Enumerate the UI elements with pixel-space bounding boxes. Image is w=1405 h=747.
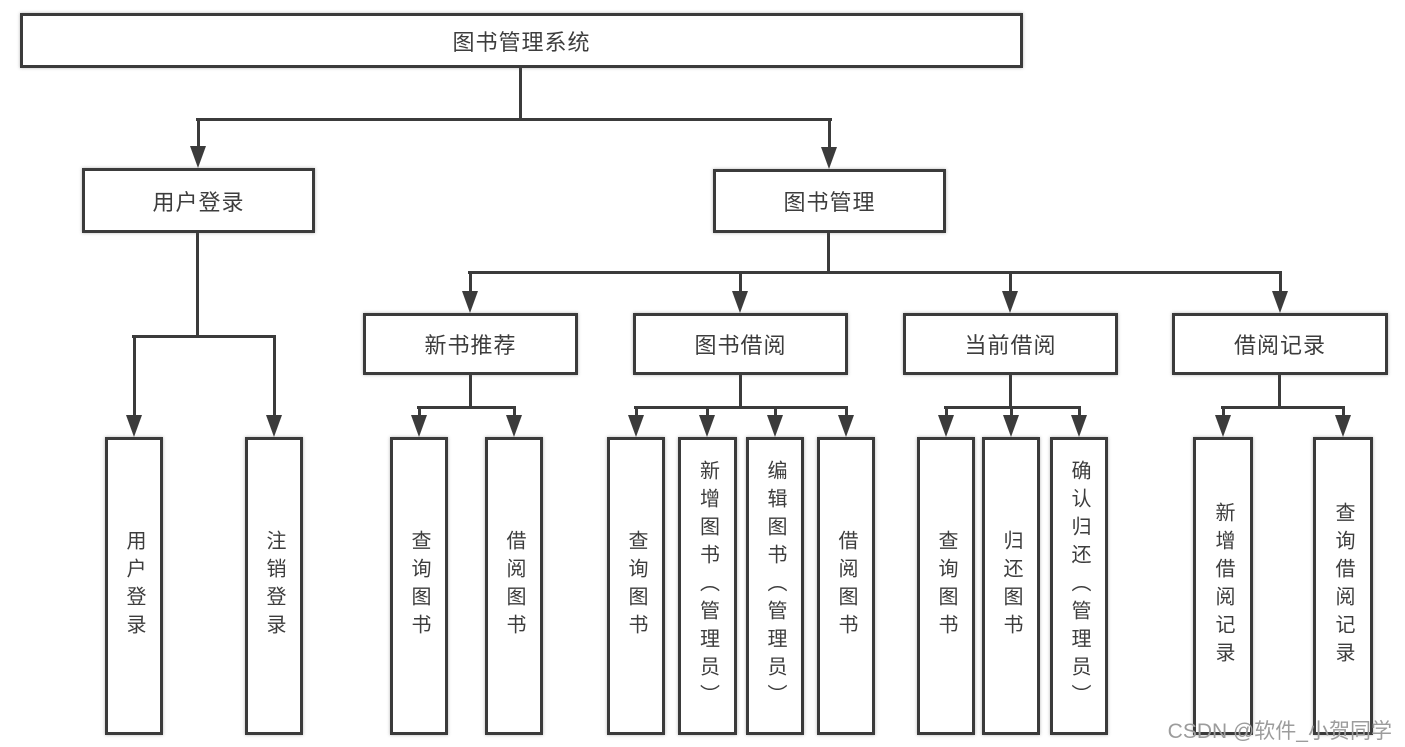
connector-current-borrow-stem xyxy=(1009,373,1012,409)
leaf-query-book-borrowing: 查询图书 xyxy=(607,437,665,735)
arrow-to-leaf-logout xyxy=(266,335,282,437)
connector-user-login-stem xyxy=(196,231,199,338)
leaf-confirm-return-admin: 确认归还（管理员） xyxy=(1050,437,1108,735)
connector-user-login-hbar xyxy=(132,335,276,338)
arrow-to-leaf-query-book-borrowing xyxy=(628,406,644,437)
arrow-to-leaf-edit-book xyxy=(767,406,783,437)
node-borrowing-records: 借阅记录 xyxy=(1172,313,1388,375)
csdn-watermark: CSDN @软件_小贺同学 xyxy=(1167,720,1392,743)
node-library-system: 图书管理系统 xyxy=(20,13,1023,68)
arrow-to-leaf-query-record xyxy=(1335,406,1351,437)
arrow-to-leaf-query-book-recommend xyxy=(411,406,427,437)
arrow-to-leaf-borrow-book-recommend xyxy=(506,406,522,437)
connector-root-stem xyxy=(519,66,522,121)
leaf-query-borrow-record: 查询借阅记录 xyxy=(1313,437,1373,735)
node-new-book-recommend: 新书推荐 xyxy=(363,313,578,375)
leaf-borrow-book-recommend: 借阅图书 xyxy=(485,437,543,735)
leaf-user-login: 用户登录 xyxy=(105,437,163,735)
leaf-logout: 注销登录 xyxy=(245,437,303,735)
connector-borrow-record-hbar xyxy=(1221,406,1345,409)
arrow-to-new-book-recommend xyxy=(462,271,478,313)
leaf-query-book-current: 查询图书 xyxy=(917,437,975,735)
arrow-to-book-borrowing xyxy=(732,271,748,313)
connector-root-hbar xyxy=(196,118,832,121)
leaf-add-book-admin: 新增图书（管理员） xyxy=(678,437,737,735)
leaf-edit-book-admin: 编辑图书（管理员） xyxy=(746,437,804,735)
connector-new-book-stem xyxy=(469,373,472,409)
arrow-to-leaf-borrow-book-borrowing xyxy=(838,406,854,437)
arrow-to-current-borrowing xyxy=(1002,271,1018,313)
leaf-borrow-book-borrowing: 借阅图书 xyxy=(817,437,875,735)
arrow-to-leaf-add-record xyxy=(1215,406,1231,437)
arrow-to-user-login xyxy=(190,118,206,168)
node-current-borrowing: 当前借阅 xyxy=(903,313,1118,375)
arrow-to-borrowing-records xyxy=(1272,271,1288,313)
leaf-return-book: 归还图书 xyxy=(982,437,1040,735)
arrow-to-leaf-add-book xyxy=(699,406,715,437)
arrow-to-leaf-confirm-return xyxy=(1071,406,1087,437)
arrow-to-book-management xyxy=(821,118,837,169)
connector-borrow-record-stem xyxy=(1278,373,1281,409)
arrow-to-leaf-user-login xyxy=(126,335,142,437)
connector-book-borrow-hbar xyxy=(634,406,848,409)
node-book-borrowing: 图书借阅 xyxy=(633,313,848,375)
leaf-add-borrow-record: 新增借阅记录 xyxy=(1193,437,1253,735)
connector-book-mgmt-hbar xyxy=(468,271,1282,274)
connector-current-borrow-hbar xyxy=(944,406,1081,409)
connector-book-mgmt-stem xyxy=(827,231,830,274)
arrow-to-leaf-return-book xyxy=(1003,406,1019,437)
node-book-management: 图书管理 xyxy=(713,169,946,233)
arrow-to-leaf-query-book-current xyxy=(938,406,954,437)
connector-new-book-hbar xyxy=(417,406,516,409)
connector-book-borrow-stem xyxy=(739,373,742,409)
leaf-query-book-recommend: 查询图书 xyxy=(390,437,448,735)
node-user-login: 用户登录 xyxy=(82,168,315,233)
